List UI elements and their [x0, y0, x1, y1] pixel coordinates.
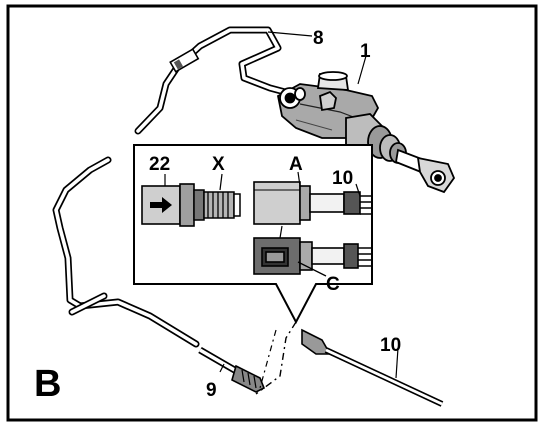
tool-22: [141, 183, 195, 227]
line-8-coupling: [169, 48, 200, 73]
hydraulic-line-10: [301, 328, 444, 407]
callout-a: A: [289, 154, 303, 175]
callout-x: X: [212, 154, 225, 175]
hydraulic-line-8: [134, 26, 289, 135]
callout-c: C: [326, 274, 340, 295]
leader-10: [395, 347, 399, 379]
panel-letter: B: [34, 363, 61, 405]
leader-9: [219, 363, 225, 373]
callout-22: 22: [149, 154, 170, 175]
hydraulic-line-9-run: [52, 156, 200, 348]
master-cylinder: [276, 71, 456, 194]
leader-8: [267, 31, 313, 37]
callout-10-inset: 10: [332, 168, 353, 189]
leader-10-inset: [355, 183, 361, 197]
leader-a: [297, 171, 301, 187]
connection-dashdot: [255, 321, 297, 395]
detail-a-fitting: [253, 181, 372, 225]
callout-10: 10: [380, 335, 401, 356]
line-9-fitting: [198, 346, 266, 393]
fitting-x: [193, 189, 241, 221]
detail-c-fitting: [253, 225, 372, 275]
leader-1: [357, 55, 367, 85]
leader-c: [297, 261, 327, 277]
leader-x: [219, 173, 223, 191]
callout-8: 8: [313, 28, 324, 49]
callout-1: 1: [360, 41, 371, 62]
callout-9: 9: [206, 380, 217, 401]
detail-inset: [133, 144, 373, 325]
